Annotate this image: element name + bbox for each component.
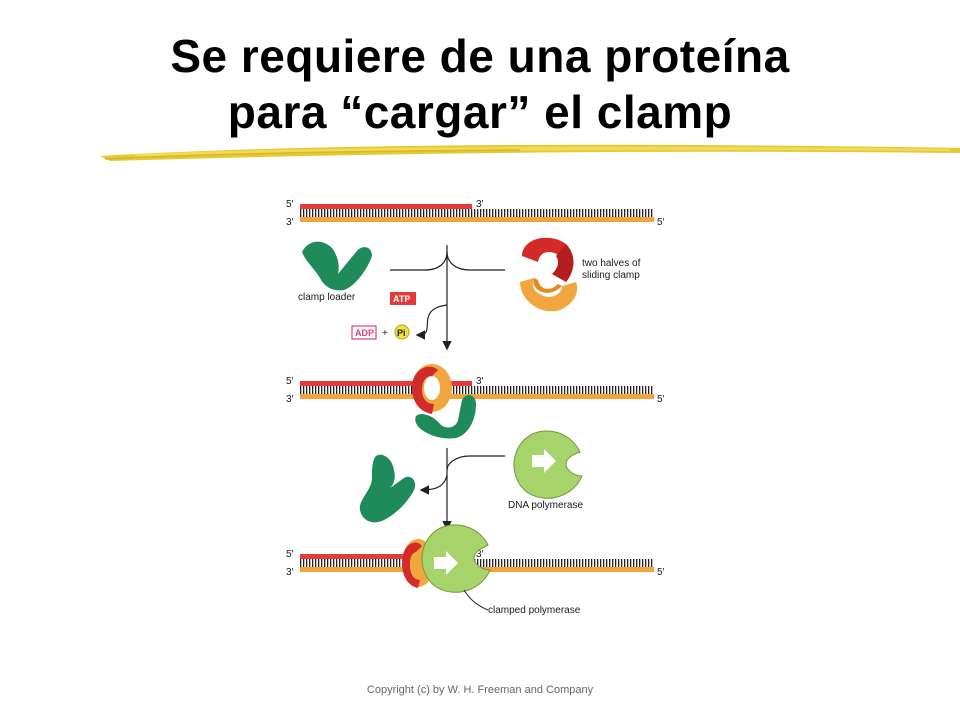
three-prime-label: 3′ — [286, 567, 294, 578]
three-prime-label: 3′ — [476, 549, 484, 560]
five-prime-label: 5′ — [657, 217, 665, 228]
copyright-notice: Copyright (c) by W. H. Freeman and Compa… — [366, 684, 594, 696]
sliding-clamp-halves — [520, 237, 578, 312]
adp-box — [351, 325, 377, 340]
slide-title: Se requiere de una proteína para “cargar… — [40, 28, 920, 140]
clamp-on-dna-stage-2 — [412, 364, 452, 414]
plus-sign: + — [382, 328, 388, 339]
clamp-loader-label: clamp loader — [298, 292, 356, 303]
reaction-arrows-stage-2 — [419, 448, 505, 531]
clamped-polymerase-leader-line — [463, 589, 489, 611]
atp-box — [390, 292, 416, 305]
dna-duplex-stage-1: 5′ 3′ 3′ 5′ — [286, 199, 665, 228]
five-prime-label: 5′ — [286, 376, 294, 387]
primer-strand — [300, 554, 472, 559]
sliding-clamp-label-line-2: sliding clamp — [582, 270, 640, 281]
clamp-loader-released — [359, 454, 416, 523]
dna-polymerase-free — [513, 430, 583, 499]
dna-polymerase-label: DNA polymerase — [508, 500, 583, 511]
three-prime-label: 3′ — [286, 217, 294, 228]
three-prime-label: 3′ — [476, 376, 484, 387]
clamp-loader-shape — [302, 241, 372, 291]
three-prime-label: 3′ — [476, 199, 484, 210]
atp-label: ATP — [393, 294, 410, 304]
title-line-1: Se requiere de una proteína — [170, 30, 790, 82]
three-prime-label: 3′ — [286, 394, 294, 405]
five-prime-label: 5′ — [286, 549, 294, 560]
primer-strand — [300, 381, 472, 386]
adp-label: ADP — [355, 328, 374, 338]
five-prime-label: 5′ — [286, 199, 294, 210]
clamp-loader-bound — [415, 395, 476, 439]
arrow-right-icon — [532, 449, 556, 473]
dna-duplex-stage-2: 5′ 3′ 3′ 5′ — [286, 376, 665, 405]
arrow-right-icon — [434, 551, 458, 575]
title-underline-brush — [100, 144, 960, 161]
reaction-arrows-stage-1 — [390, 245, 505, 351]
clamped-polymerase-label: clamped polymerase — [488, 605, 581, 616]
pi-circle — [394, 324, 410, 340]
clamped-polymerase — [421, 524, 491, 593]
sliding-clamp-label-line-1: two halves of — [582, 258, 641, 269]
template-strand — [300, 394, 654, 399]
five-prime-label: 5′ — [657, 394, 665, 405]
pi-label: Pi — [397, 328, 406, 338]
primer-strand — [300, 204, 472, 209]
five-prime-label: 5′ — [657, 567, 665, 578]
template-strand — [300, 217, 654, 222]
title-line-2: para “cargar” el clamp — [227, 86, 733, 138]
